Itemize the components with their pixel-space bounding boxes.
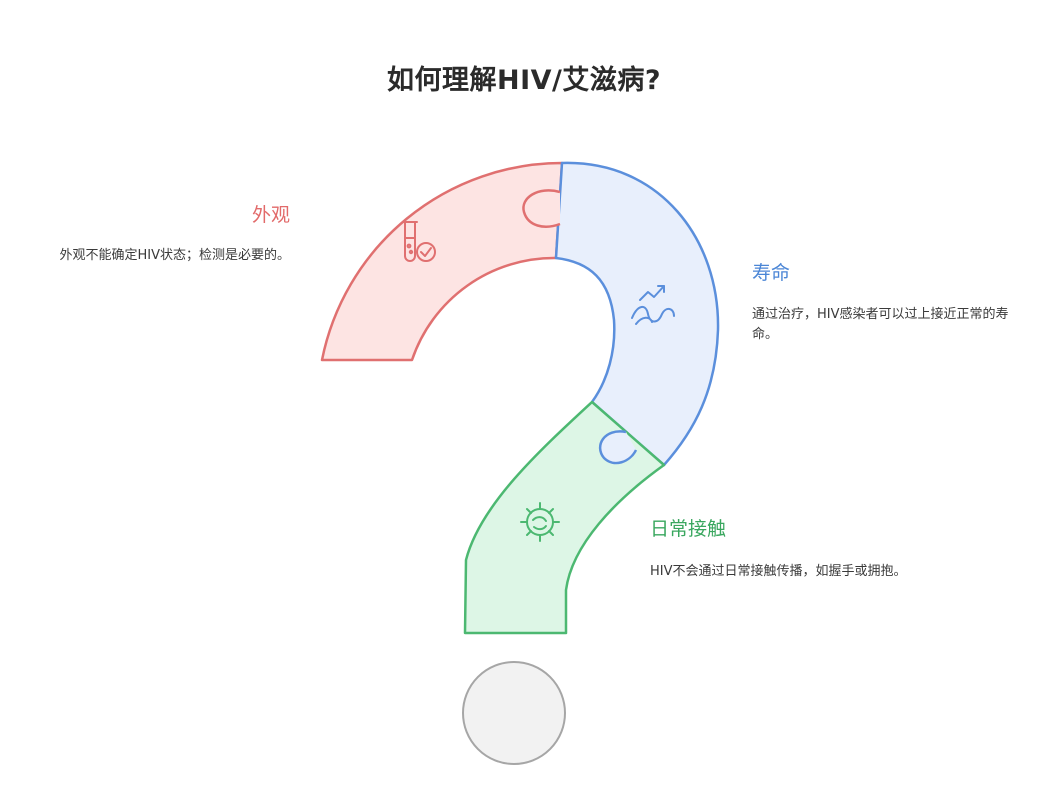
puzzle-knob-blue-green <box>598 430 638 465</box>
virus-germs-icon <box>520 502 560 542</box>
contact-description: HIV不会通过日常接触传播，如握手或拥抱。 <box>650 564 907 579</box>
question-dot <box>462 661 566 765</box>
appearance-description: 外观不能确定HIV状态；检测是必要的。 <box>59 248 290 263</box>
lifespan-title: 寿命 <box>752 262 791 284</box>
contact-title: 日常接触 <box>650 518 727 540</box>
appearance-title: 外观 <box>251 204 290 226</box>
puzzle-knob-red-blue <box>522 189 561 228</box>
lifespan-description: 通过治疗，HIV感染者可以过上接近正常的寿命。 <box>752 307 1009 342</box>
appearance-segment <box>320 161 564 362</box>
diagram-title: 如何理解HIV/艾滋病? <box>386 65 662 96</box>
lifespan-segment <box>554 161 720 467</box>
test-tube-check-icon <box>402 221 436 262</box>
trend-growth-icon <box>631 285 675 325</box>
